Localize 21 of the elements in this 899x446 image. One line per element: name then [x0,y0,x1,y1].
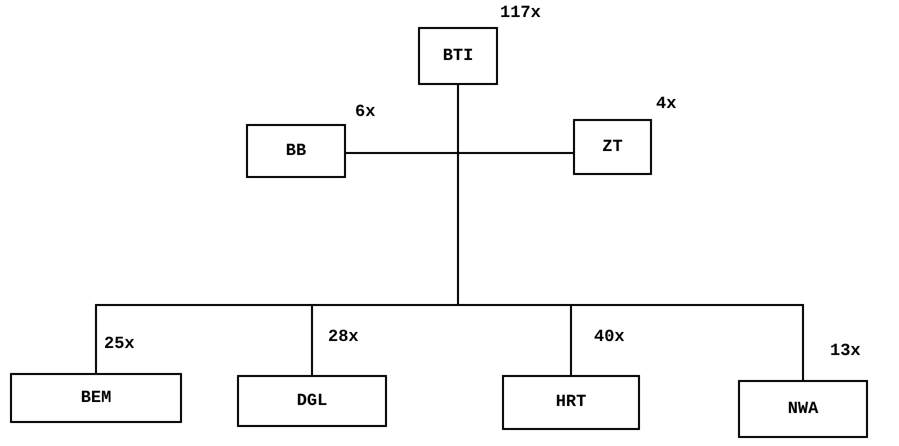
count-label: 40x [594,328,625,347]
count-label: 25x [104,335,135,354]
unit-label: BTI [442,46,474,66]
unit-label: BEM [80,388,112,408]
unit-box [237,375,387,427]
unit-box [573,119,652,175]
count-label: 4x [656,95,676,114]
unit-box [418,27,498,85]
unit-box [246,124,346,178]
unit-box [10,373,182,423]
count-label: 6x [355,103,376,122]
unit-label: DGL [296,392,328,410]
count-label: 28x [328,328,359,347]
unit-label: ZT [602,138,623,156]
unit-label: BB [286,142,306,160]
unit-box [738,380,868,438]
unit-box [502,375,640,430]
unit-label: NWA [788,400,818,418]
unit-label: HRT [556,393,586,412]
count-label: 117x [500,4,541,23]
count-label: 13x [830,342,861,361]
